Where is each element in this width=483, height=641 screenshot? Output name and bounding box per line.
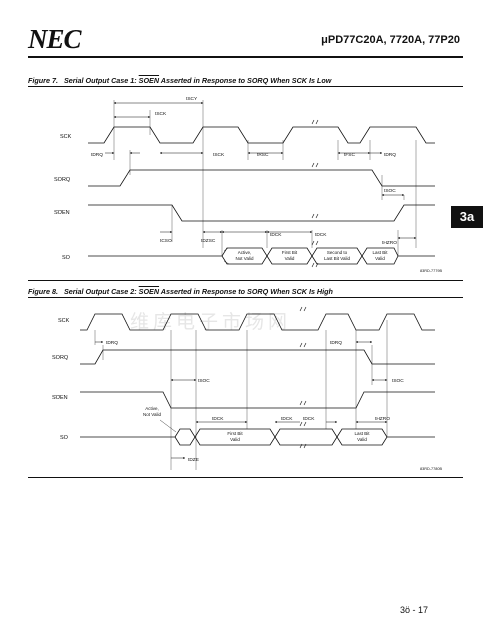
fig8-guides: [94, 320, 388, 470]
fig8-box1-line1: First Bit: [227, 431, 243, 436]
figure8-number: Figure 8.: [28, 287, 58, 296]
fig8-active-line1: Active,: [145, 406, 159, 411]
fig8-so-bus: [174, 428, 388, 446]
figure7-caption-post: Asserted in Response to SORQ When SCK Is…: [159, 76, 332, 85]
fig7-soen-waveform: [88, 204, 435, 222]
fig7-t-soc: tSOC: [384, 188, 396, 194]
fig8-box2-line2: Valid: [357, 437, 367, 442]
fig8-label-so: SO: [60, 435, 69, 441]
fig7-t-drq2: tDRQ: [384, 152, 396, 158]
figure8-caption: Figure 8. Serial Output Case 2: SOEN Asse…: [28, 287, 333, 296]
figure8-rule: [28, 297, 463, 298]
fig7-label-sorq: SORQ: [54, 177, 71, 183]
figure7-caption-soen: SOEN: [138, 76, 160, 85]
fig7-so-hatch: [223, 247, 230, 265]
fig7-box1-line1: Active,: [238, 250, 252, 255]
fig8-t-drq2: tDRQ: [330, 340, 342, 346]
fig8-active-leader: [159, 419, 177, 433]
fig7-t-dck1: tDCK: [270, 232, 282, 238]
fig8-t-soc2: tSOC: [392, 378, 404, 384]
fig8-t-dze: tDZE: [188, 457, 199, 463]
fig7-t-dzsc: tDZSC: [201, 238, 216, 244]
figure7-caption-pre: Serial Output Case 1:: [63, 76, 139, 85]
figure7-bottom-rule: [28, 280, 463, 281]
fig8-sorq-waveform: [80, 349, 435, 365]
fig8-active-line2: Not Valid: [143, 412, 161, 417]
figure8-caption-soen: SOEN: [138, 287, 160, 296]
fig7-box3-line2: Last Bit Valid: [324, 256, 350, 261]
nec-logo: NEC: [28, 24, 82, 54]
fig7-sck-waveform: [88, 126, 435, 144]
fig8-t-drq1: tDRQ: [106, 340, 118, 346]
fig7-box4-line1: Last Bit: [372, 250, 388, 255]
fig7-t-cso: tCSO: [160, 238, 172, 244]
fig8-soen-waveform: [80, 391, 435, 409]
figure8-caption-post: Asserted in Response to SORQ When SCK Is…: [159, 287, 333, 296]
page-number: 3ö - 17: [400, 605, 429, 615]
header-rule: [28, 56, 463, 58]
fig8-box2-line1: Last Bit: [354, 431, 370, 436]
figure7-timing-diagram: SCK SORQ SOEN SO tSCY tSCK tDRQ tSCK tRS…: [54, 96, 442, 273]
fig7-box4-line2: Valid: [375, 256, 385, 261]
fig8-sck-waveform: [80, 313, 435, 331]
fig7-t-fsc: tFSC: [344, 152, 355, 158]
fig8-t-dck3: tDCK: [303, 416, 315, 422]
fig8-t-soc1: tSOC: [198, 378, 210, 384]
fig7-box2-line1: First Bit: [282, 250, 298, 255]
fig8-break-marks: [299, 306, 307, 449]
fig8-timing-arrows: [95, 341, 388, 459]
fig7-t-sck1: tSCK: [155, 111, 167, 117]
fig8-label-sorq: SORQ: [52, 355, 69, 361]
fig7-break-marks: [311, 119, 319, 268]
fig7-label-so: SO: [62, 255, 71, 261]
section-tab: 3a: [451, 206, 483, 228]
figure8-timing-diagram: SCK SORQ SOEN SO tDRQ tDRQ tSOC tSOC tDC…: [52, 306, 442, 471]
figure7-rule: [28, 86, 463, 87]
fig7-guides: [113, 100, 417, 256]
fig7-box1-line2: Not Valid: [236, 256, 254, 261]
fig7-t-dck2: tDCK: [315, 232, 327, 238]
fig7-box2-line2: Valid: [285, 256, 295, 261]
fig7-label-soen: SOEN: [54, 210, 70, 216]
fig7-drawing-code: 83RD-7779B: [420, 269, 442, 273]
fig7-timing-arrows: [105, 102, 417, 239]
figure8-caption-pre: Serial Output Case 2:: [63, 287, 139, 296]
fig7-sorq-waveform: [88, 169, 435, 187]
fig7-box3-line1: Second to: [327, 250, 348, 255]
figure7-caption: Figure 7. Serial Output Case 1: SOEN Asse…: [28, 76, 331, 85]
fig8-drawing-code: 83RD-7780B: [420, 467, 442, 471]
fig7-t-rsc: tRSC: [257, 152, 269, 158]
fig7-so-bus: [221, 247, 399, 265]
part-number: μPD77C20A, 7720A, 77P20: [321, 34, 460, 46]
fig7-t-sck2: tSCK: [213, 152, 225, 158]
fig8-t-hzro: tHZRO: [375, 416, 390, 422]
fig7-t-hzro: tHZRO: [382, 240, 397, 246]
figure7-number: Figure 7.: [28, 76, 58, 85]
fig8-box1-line2: Valid: [230, 437, 240, 442]
figure8-bottom-rule: [28, 477, 463, 478]
fig8-label-soen: SOEN: [52, 395, 68, 401]
fig8-t-dck1: tDCK: [212, 416, 224, 422]
fig8-label-sck: SCK: [58, 318, 70, 324]
fig8-t-dck2: tDCK: [281, 416, 293, 422]
fig7-label-sck: SCK: [60, 134, 72, 140]
fig7-t-drq1: tDRQ: [91, 152, 103, 158]
fig7-t-scy: tSCY: [186, 96, 198, 102]
